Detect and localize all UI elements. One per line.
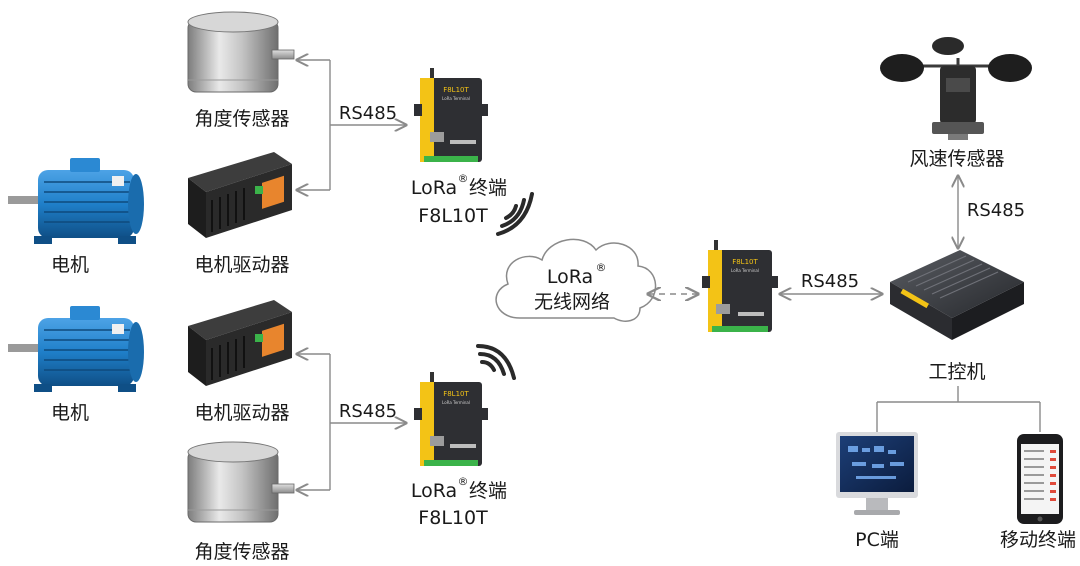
gateway-print-subtitle: LoRa Terminal <box>731 268 759 273</box>
terminal-bottom-word: 终端 <box>469 480 507 502</box>
motor-bottom <box>8 306 144 392</box>
signal-wave-top-icon <box>496 192 534 236</box>
terminal-bottom-print-model: F8L10T <box>443 390 469 398</box>
terminal-top-brand: LoRa <box>411 177 457 199</box>
cloud-line2: 无线网络 <box>534 291 610 313</box>
gateway-print-model: F8L10T <box>732 258 758 266</box>
terminal-top-print-model: F8L10T <box>443 86 469 94</box>
motor-driver-bottom-label: 电机驱动器 <box>194 402 289 424</box>
mobile-label: 移动终端 <box>1000 529 1076 551</box>
lora-gateway: F8L10T LoRa Terminal <box>702 240 778 332</box>
mobile-phone <box>1017 434 1063 524</box>
lora-terminal-bottom: F8L10T LoRa Terminal <box>414 372 488 466</box>
terminal-bottom-model: F8L10T <box>418 507 488 529</box>
cloud-reg: ® <box>596 261 607 274</box>
wind-rs485-label: RS485 <box>967 200 1025 221</box>
motor-top-label: 电机 <box>51 254 89 276</box>
angle-sensor-bottom <box>187 441 295 523</box>
bottom-rs485-label: RS485 <box>339 401 397 422</box>
cloud-line1: LoRa <box>547 266 593 288</box>
motor-driver-top-label: 电机驱动器 <box>194 254 289 276</box>
angle-sensor-top-label: 角度传感器 <box>194 108 289 130</box>
wind-sensor-label: 风速传感器 <box>909 148 1004 170</box>
motor-driver-bottom <box>188 300 292 386</box>
pc-label: PC端 <box>855 529 899 551</box>
wind-speed-sensor <box>880 37 1032 140</box>
motor-bottom-label: 电机 <box>51 402 89 424</box>
motor-top <box>8 158 144 244</box>
industrial-pc <box>890 250 1024 340</box>
terminal-top-reg: ® <box>458 172 469 185</box>
terminal-top-print-subtitle: LoRa Terminal <box>442 96 470 101</box>
signal-wave-bottom-icon <box>476 344 516 380</box>
terminal-bottom-brand: LoRa <box>411 480 457 502</box>
terminal-top-model: F8L10T <box>418 205 488 227</box>
terminal-bottom-print-subtitle: LoRa Terminal <box>442 400 470 405</box>
top-rs485-label: RS485 <box>339 103 397 124</box>
pc-monitor <box>836 432 918 515</box>
angle-sensor-bottom-label: 角度传感器 <box>194 541 289 563</box>
gateway-rs485-label: RS485 <box>801 271 859 292</box>
lora-cloud <box>495 238 657 322</box>
lora-terminal-top: F8L10T LoRa Terminal <box>414 68 488 162</box>
terminal-top-word: 终端 <box>469 177 507 199</box>
terminal-bottom-reg: ® <box>458 475 469 488</box>
angle-sensor-top <box>187 11 295 93</box>
motor-driver-top <box>188 152 292 238</box>
ipc-label: 工控机 <box>928 361 985 383</box>
